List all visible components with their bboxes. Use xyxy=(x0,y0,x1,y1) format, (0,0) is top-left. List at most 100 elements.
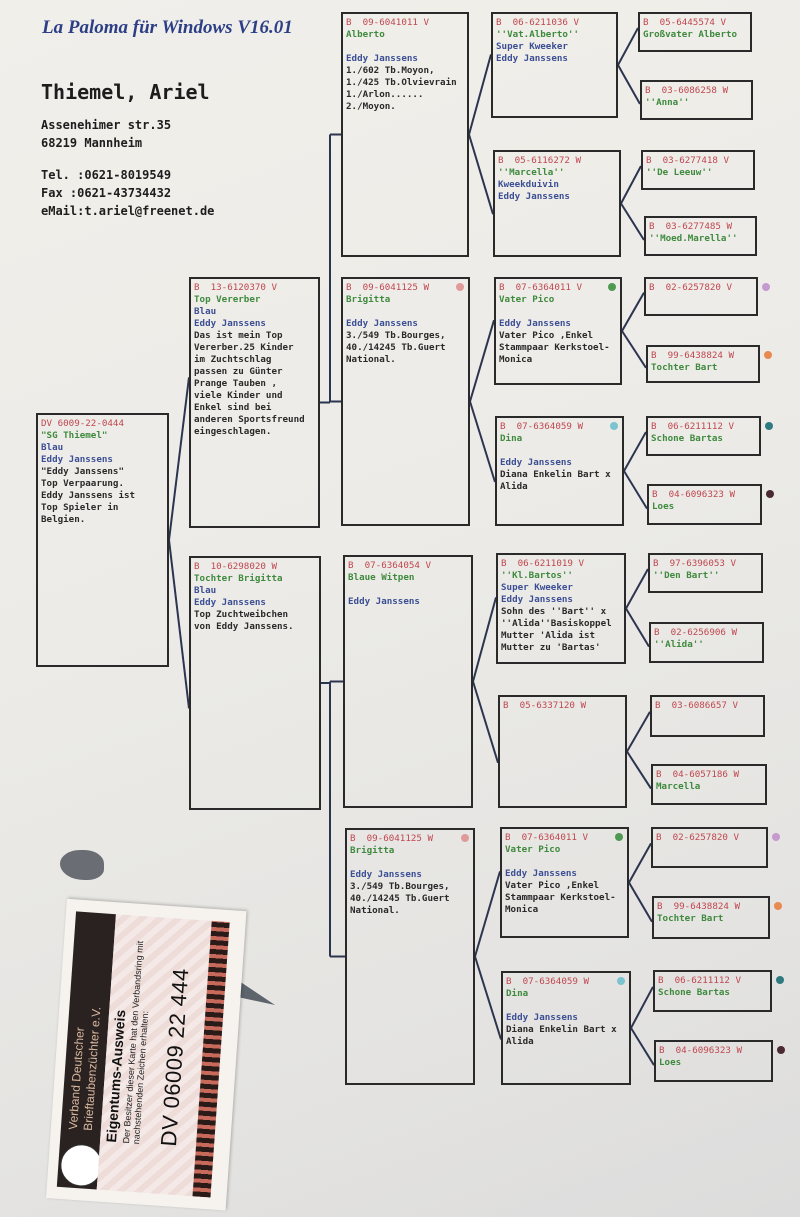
pigeon-name: ''Moed.Marella'' xyxy=(649,233,738,244)
ring-number: B 07-6364054 V xyxy=(348,560,431,571)
ring-number: B 06-6211036 V xyxy=(496,17,579,28)
pedigree-box-g5-5[interactable]: B 02-6257820 V xyxy=(644,277,758,316)
ring-number: B 97-6396053 V xyxy=(653,558,736,569)
owner-address-block: Thiemel, Ariel Assenehimer str.35 68219 … xyxy=(41,80,214,220)
connector-line xyxy=(474,871,501,957)
blank-line xyxy=(505,856,624,868)
ring-number: B 03-6086258 W xyxy=(645,85,728,96)
connector-line xyxy=(621,292,645,332)
software-brand: La Paloma für Windows V16.01 xyxy=(42,17,293,38)
connector-line xyxy=(625,607,650,648)
breeder-info: Blau xyxy=(41,442,64,453)
note-line: Enkel sind bei xyxy=(194,402,272,413)
pigeon-name: Vater Pico xyxy=(499,294,555,305)
note-line: Vater Pico ,Enkel xyxy=(505,880,600,891)
note-line: Diana Enkelin Bart x xyxy=(500,469,611,480)
ring-number: B 04-6096323 W xyxy=(659,1045,742,1056)
pigeon-name: ''Den Bart'' xyxy=(653,570,720,581)
connector-line xyxy=(626,711,651,753)
pedigree-box-g5-13[interactable]: B 02-6257820 V xyxy=(651,827,768,868)
ring-number: B 06-6211019 V xyxy=(501,558,584,569)
pedigree-box-dss[interactable]: B 06-6211019 V''Kl.Bartos''Super Kweeker… xyxy=(496,553,626,664)
breeder-info: Eddy Janssens xyxy=(499,318,571,329)
connector-line xyxy=(630,986,654,1029)
note-line: Sohn des ''Bart'' x xyxy=(501,606,607,617)
pigeon-name: Blaue Witpen xyxy=(348,572,415,583)
ring-number: B 06-6211112 V xyxy=(658,975,741,986)
pedigree-box-g5-11[interactable]: B 03-6086657 V xyxy=(650,695,765,737)
note-line: 3./549 Tb.Bourges, xyxy=(346,330,446,341)
note-line: Alida xyxy=(500,481,528,492)
connector-line xyxy=(625,568,649,609)
ring-number: B 07-6364011 V xyxy=(505,832,588,843)
note-line: Mutter 'Alida ist xyxy=(501,630,596,641)
pedigree-box-g5-9[interactable]: B 97-6396053 V''Den Bart'' xyxy=(648,553,763,593)
pedigree-box-g5-4[interactable]: B 03-6277485 W''Moed.Marella'' xyxy=(644,216,757,256)
note-line: 3./549 Tb.Bourges, xyxy=(350,881,450,892)
blank-line xyxy=(348,584,468,596)
pigeon-name: ''De Leeuw'' xyxy=(646,167,713,178)
ring-number: B 99-6438824 W xyxy=(657,901,740,912)
pigeon-name: Vater Pico xyxy=(505,844,561,855)
ring-number: B 02-6256906 W xyxy=(654,627,737,638)
pigeon-head-image xyxy=(60,850,104,880)
pigeon-name: Schone Bartas xyxy=(658,987,730,998)
pigeon-name: Großvater Alberto xyxy=(643,29,738,40)
breeder-info: Eddy Janssens xyxy=(41,454,113,465)
connector-line xyxy=(628,842,652,883)
ring-number: B 07-6364011 V xyxy=(499,282,582,293)
color-marker-dot xyxy=(776,976,784,984)
color-marker-dot xyxy=(762,283,770,291)
ring-number: B 99-6438824 W xyxy=(651,350,734,361)
color-marker-dot xyxy=(617,977,625,985)
ring-number: B 04-6096323 W xyxy=(652,489,735,500)
breeder-info: Eddy Janssens xyxy=(501,594,573,605)
pedigree-box-g5-3[interactable]: B 03-6277418 V''De Leeuw'' xyxy=(641,150,755,190)
ring-number: B 03-6086657 V xyxy=(655,700,738,711)
ring-number: B 09-6041125 W xyxy=(350,833,433,844)
color-marker-dot xyxy=(765,422,773,430)
pedigree-box-g5-2[interactable]: B 03-6086258 W''Anna'' xyxy=(640,80,753,120)
pedigree-box-g5-10[interactable]: B 02-6256906 W''Alida'' xyxy=(649,622,764,663)
ring-number: B 07-6364059 W xyxy=(506,976,589,987)
owner-city: 68219 Mannheim xyxy=(41,136,143,150)
breeder-info: Eddy Janssens xyxy=(500,457,572,468)
note-line: National. xyxy=(350,905,400,916)
blank-line xyxy=(506,1000,626,1012)
note-line: Monica xyxy=(499,354,533,365)
ring-number: B 03-6277485 W xyxy=(649,221,732,232)
breeder-info: Super Kweeker xyxy=(496,41,568,52)
pedigree-box-dsd[interactable]: B 05-6337120 W xyxy=(498,695,627,808)
note-line: 40./14245 Tb.Guert xyxy=(346,342,446,353)
ring-number: B 04-6057186 W xyxy=(656,769,739,780)
note-line: Top Spieler in xyxy=(41,502,119,513)
note-line: Eddy Janssens ist xyxy=(41,490,136,501)
ring-number: B 02-6257820 V xyxy=(649,282,732,293)
note-line: Das ist mein Top xyxy=(194,330,283,341)
breeder-info: Super Kweeker xyxy=(501,582,573,593)
pedigree-box-sss[interactable]: B 06-6211036 V''Vat.Alberto''Super Kweek… xyxy=(491,12,618,118)
color-marker-dot xyxy=(772,833,780,841)
pigeon-name: Tochter Bart xyxy=(651,362,718,373)
note-line: Monica xyxy=(505,904,539,915)
